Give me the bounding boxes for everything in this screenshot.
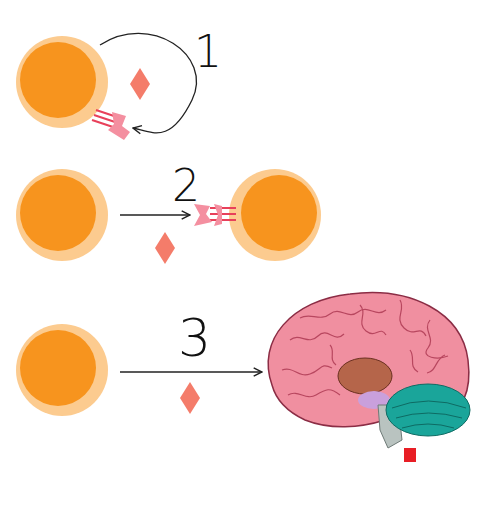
brain-gyri <box>282 300 448 397</box>
brain-illustration <box>268 293 470 462</box>
cell-nucleus <box>20 330 96 406</box>
signal-molecule <box>130 68 150 100</box>
callout-number: 2 <box>172 164 200 208</box>
limbic-structure <box>338 358 392 394</box>
receptor <box>92 110 130 140</box>
cell-nucleus <box>20 42 96 118</box>
signal-arrow <box>120 214 190 215</box>
cerebellum-folia <box>392 401 466 428</box>
receptor <box>194 204 236 226</box>
cell-membrane <box>16 169 108 261</box>
signal-molecule <box>155 232 175 264</box>
cell-membrane <box>16 324 108 416</box>
cell-nucleus <box>20 175 96 251</box>
signal-molecule <box>180 382 200 414</box>
callout-number: 1 <box>194 30 222 74</box>
callout-number: 3 <box>178 312 211 364</box>
cerebellum <box>386 384 470 436</box>
cell-nucleus <box>241 175 317 251</box>
spinal-cord <box>404 448 416 462</box>
signal-arrow <box>120 371 262 372</box>
receptor-body <box>108 112 130 140</box>
cell-membrane <box>229 169 321 261</box>
signal-arrow <box>100 33 196 132</box>
receptor-body <box>214 204 222 226</box>
cell-membrane <box>16 36 108 128</box>
